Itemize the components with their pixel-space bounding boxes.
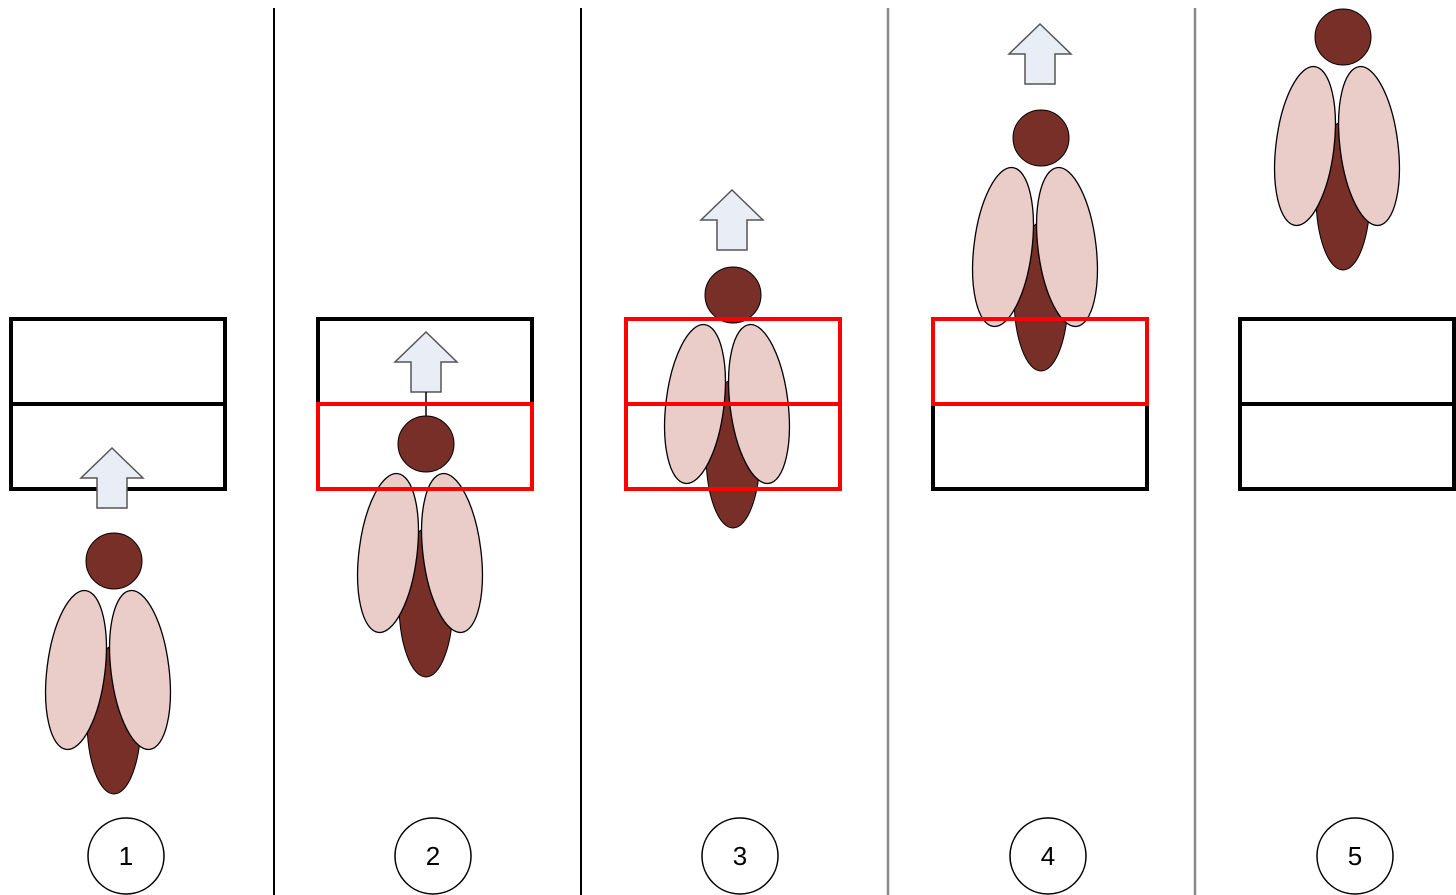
gate-top-cell-active — [931, 317, 1149, 406]
step-circle — [394, 817, 472, 895]
step-number: 3 — [733, 841, 747, 871]
step-circle — [1009, 817, 1087, 895]
gate-top-cell — [9, 317, 227, 406]
step-circle — [87, 817, 165, 895]
up-arrow-icon — [80, 447, 144, 509]
insect — [963, 109, 1107, 372]
up-arrow-icon — [1008, 23, 1072, 85]
step-circle — [1316, 817, 1394, 895]
up-arrow-icon — [394, 331, 458, 393]
insect — [36, 532, 180, 795]
step-number: 4 — [1041, 841, 1055, 871]
gate-top-cell — [1238, 317, 1456, 406]
step-number: 5 — [1348, 841, 1362, 871]
step-number: 2 — [426, 841, 440, 871]
gate-bottom-cell-active — [624, 402, 842, 491]
step-number: 1 — [119, 841, 133, 871]
panel-4: 4 — [931, 23, 1149, 895]
gate-bottom-cell — [931, 402, 1149, 491]
insect — [348, 415, 492, 678]
gate-bottom-cell-active — [316, 402, 534, 491]
panel-1: 1 — [9, 317, 227, 895]
up-arrow-icon — [700, 189, 764, 251]
panel-5: 5 — [1238, 8, 1456, 895]
panel-2: 2 — [316, 317, 534, 895]
insect — [1265, 8, 1409, 271]
gate-bottom-cell — [1238, 402, 1456, 491]
step-circle — [701, 817, 779, 895]
panel-3: 3 — [624, 189, 842, 895]
